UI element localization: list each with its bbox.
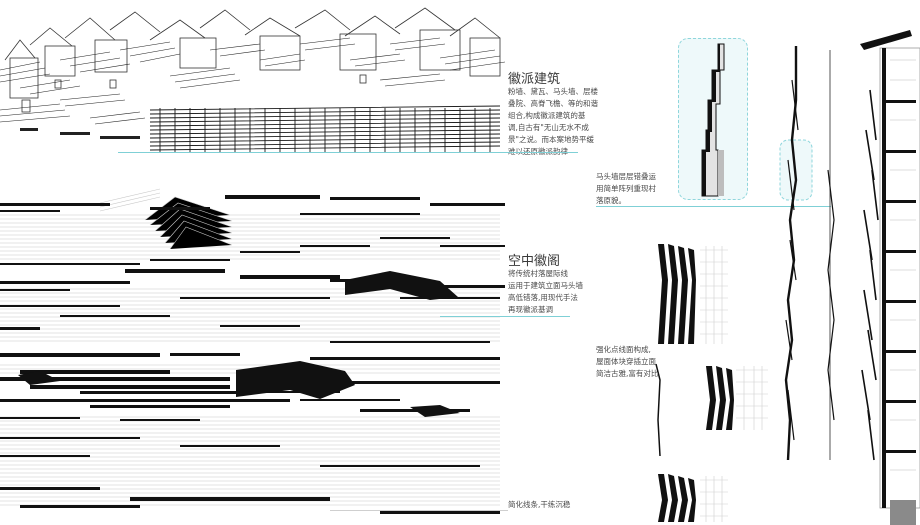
kongzhong-description: 将传统村落屋际线 运用于建筑立面马头墙 高低错落,用现代手法 再现徽派基调 <box>508 269 583 314</box>
kongzhong-title: 空中徽阁 <box>508 254 561 269</box>
facade-detail-2 <box>655 363 768 457</box>
jianhua-leader-line <box>330 510 508 511</box>
thin-wall-elevation <box>779 46 835 461</box>
huipai-description: 粉墙、黛瓦、马头墙、层楼 叠院、高脊飞檐、等的和谐 组合,构成徽派建筑的基 调,… <box>508 87 598 156</box>
qianghua-note: 强化点线面构成, 屋面体块穿插立面 简洁古雅,富有对比 <box>596 345 659 378</box>
facade-detail-3 <box>658 474 728 522</box>
facade-detail-1 <box>658 244 728 344</box>
stepped-wall-diagram <box>701 43 725 197</box>
matouqiang-note: 马头墙层层错叠运 用简单阵列重现村 落原貌。 <box>596 172 656 205</box>
kongzhong-leader-line <box>440 316 570 317</box>
matouqiang-leader-line <box>596 206 831 207</box>
village-sketch <box>0 7 505 152</box>
huipai-leader-line <box>118 152 578 153</box>
building-section <box>860 30 920 525</box>
jianhua-note: 简化线条,干练沉稳 <box>508 500 571 509</box>
roofline-elevation <box>0 188 505 514</box>
huipai-title: 徽派建筑 <box>508 72 561 87</box>
